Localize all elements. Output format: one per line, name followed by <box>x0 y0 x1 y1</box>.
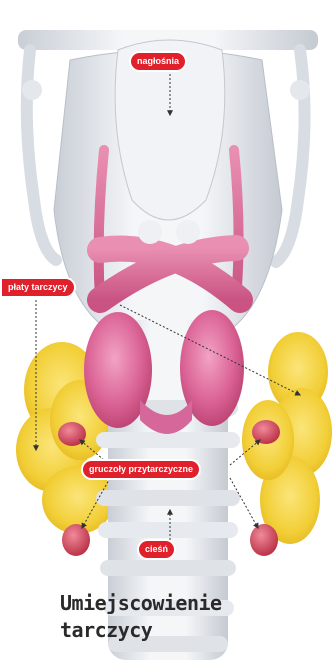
caption-line-1: Umiejscowienie <box>60 590 310 617</box>
label-epiglottis: nagłośnia <box>131 53 185 70</box>
caption-line-2: tarczycy <box>60 617 310 644</box>
caption: Umiejscowienie tarczycy <box>60 590 310 644</box>
label-isthmus: cieśń <box>139 541 174 558</box>
label-thyroid-lobes: płaty tarczycy <box>2 279 74 296</box>
label-parathyroid-glands: gruczoły przytarczyczne <box>83 461 199 478</box>
